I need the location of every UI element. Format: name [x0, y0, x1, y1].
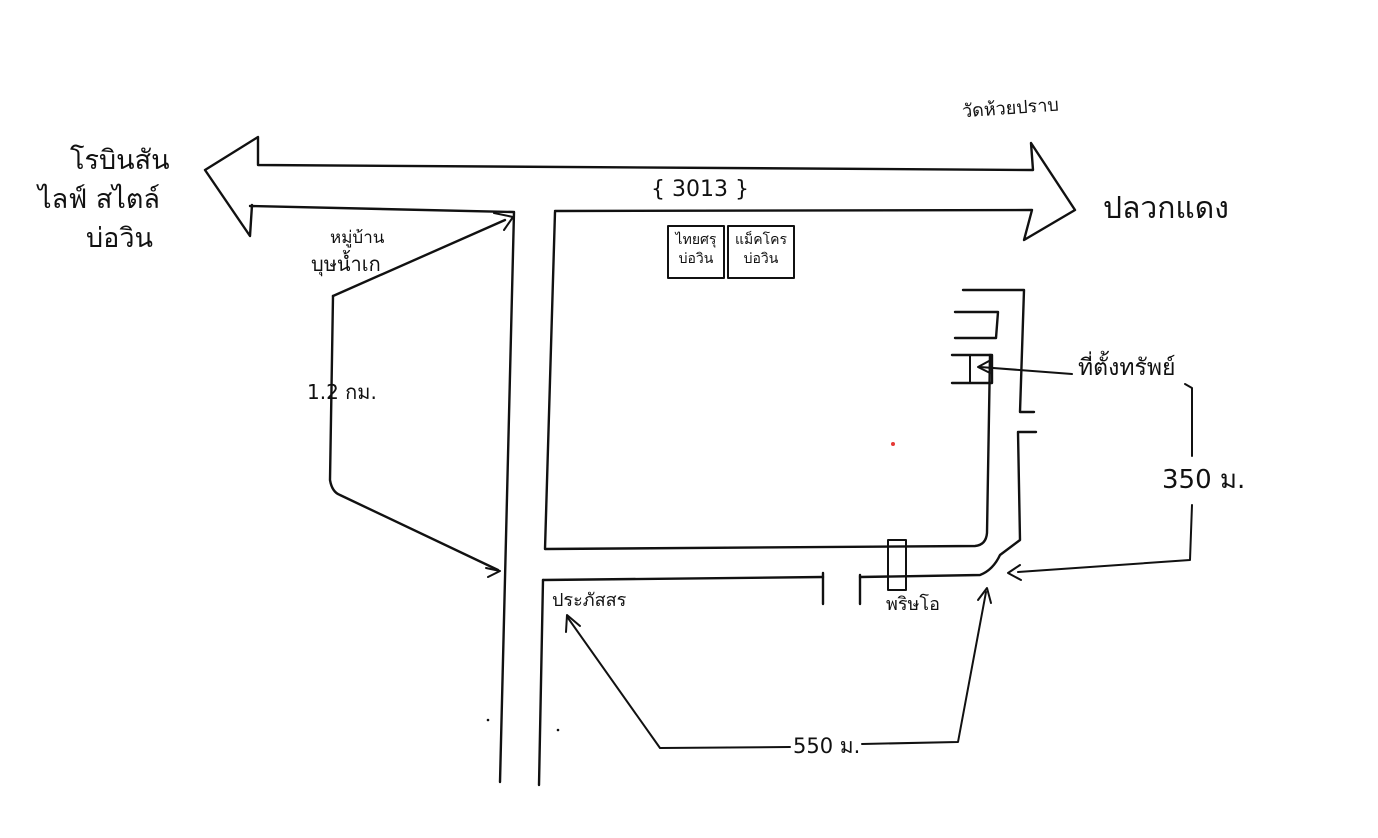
landmark-right-label: พริษโอ: [886, 594, 940, 615]
shop2-label: แม็คโคร บ่อวิน: [728, 231, 794, 269]
route-left-upper: [331, 218, 507, 298]
distance-bottom-label: 550 ม.: [793, 734, 861, 758]
property-side-road: [961, 288, 1036, 414]
place-left-line3: บ่อวิน: [86, 223, 153, 254]
shop1-label: ไทยศรุ บ่อวิน: [668, 231, 724, 269]
route-left-arrowhead-bottom: [485, 567, 501, 578]
shop2-line2: บ่อวิน: [743, 251, 779, 267]
red-dot-mark: [891, 442, 895, 446]
bridge-box: [887, 539, 907, 591]
property-pointer-line: [979, 366, 1073, 375]
highway-number-label: { 3013 }: [651, 177, 749, 202]
property-pointer-arrowhead: [977, 360, 991, 374]
stray-mark-1: [486, 718, 490, 722]
property-label: ที่ตั้งทรัพย์: [1078, 355, 1176, 381]
place-left-line2: ไลฟ์ สไตล์: [38, 184, 160, 215]
access-road-right-lower-edge: [537, 578, 545, 787]
shop1-line1: ไทยศรุ: [675, 232, 717, 248]
junction-left-line2: บุษน้ำเก: [311, 252, 381, 276]
lower-road-right-segment: [858, 430, 1038, 579]
distance-right-label: 350 ม.: [1162, 465, 1246, 495]
distance-right-bracket-lower: [1017, 504, 1193, 573]
landmark-left-label: ประภัสสร: [552, 590, 627, 611]
shop-box-thaisri: [667, 225, 725, 279]
distance-bottom-right-line: [861, 591, 987, 745]
distance-right-bracket: [1184, 383, 1193, 457]
distance-right-arrowhead: [1007, 564, 1022, 581]
lower-road-top-edge: [541, 575, 825, 582]
place-right-label: ปลวกแดง: [1103, 191, 1229, 226]
shop2-line1: แม็คโคร: [734, 232, 788, 248]
place-left-line1: โรบินสัน: [70, 145, 170, 176]
main-highway-lower-edge: [248, 204, 515, 214]
access-road-left-edge: [498, 210, 516, 784]
property-upper-lot: [953, 310, 1000, 340]
shop1-line2: บ่อวิน: [678, 251, 714, 267]
distance-bottom-right-arrowhead: [977, 587, 992, 604]
route-left-vertical: [328, 294, 500, 572]
junction-left-line1: หมู่บ้าน: [330, 228, 385, 248]
route-left-arrowhead-top: [493, 212, 514, 231]
access-road-right-edge: [543, 210, 992, 551]
stray-mark-2: [556, 728, 560, 732]
distance-bottom-left-line: [567, 617, 791, 749]
distance-left-label: 1.2 กม.: [307, 380, 377, 404]
distance-bottom-left-arrowhead: [565, 614, 581, 633]
main-highway-arrow: [203, 135, 1077, 242]
property-lot: [950, 353, 994, 385]
shop-box-makro: [727, 225, 795, 279]
